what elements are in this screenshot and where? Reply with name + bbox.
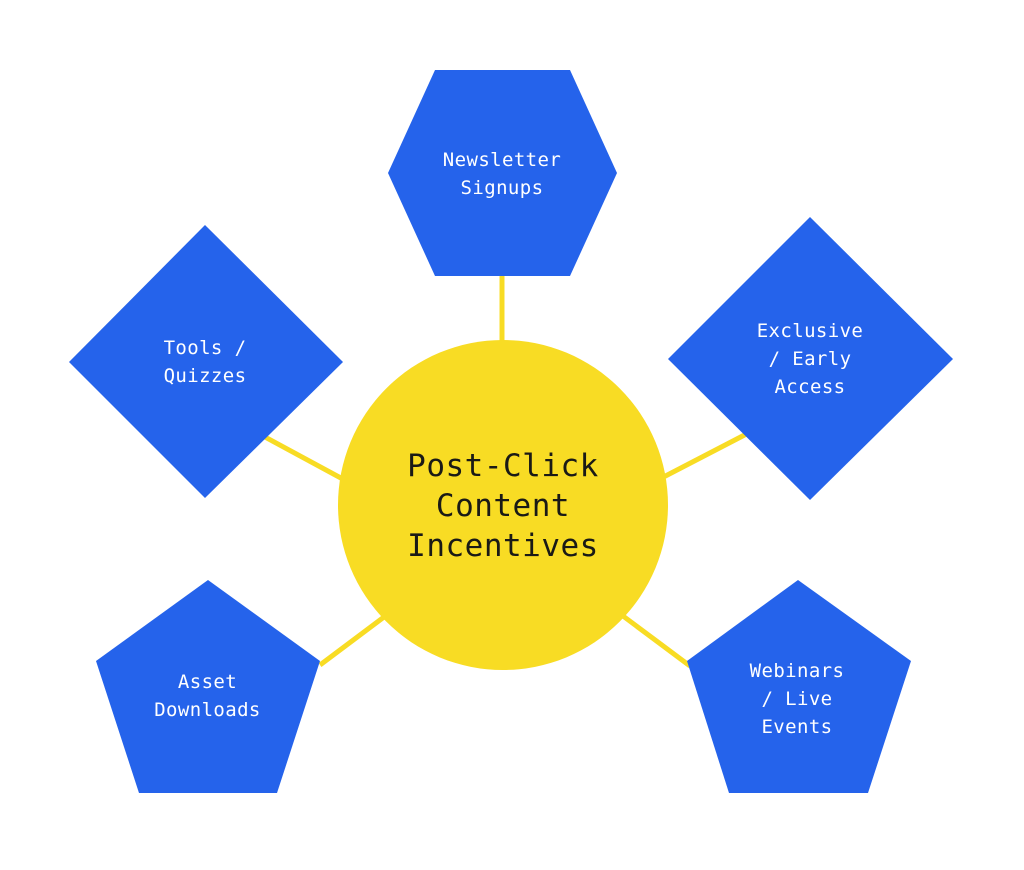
- spoke-shape-exclusive-early-access[interactable]: [668, 217, 953, 500]
- spoke-shape-asset-downloads[interactable]: [96, 580, 320, 793]
- hub-shape-circle[interactable]: [338, 340, 668, 670]
- spoke-shape-webinars-live-events[interactable]: [687, 580, 911, 793]
- spoke-shape-newsletter-signups[interactable]: [388, 70, 617, 276]
- spoke-shape-tools-quizzes[interactable]: [69, 225, 343, 498]
